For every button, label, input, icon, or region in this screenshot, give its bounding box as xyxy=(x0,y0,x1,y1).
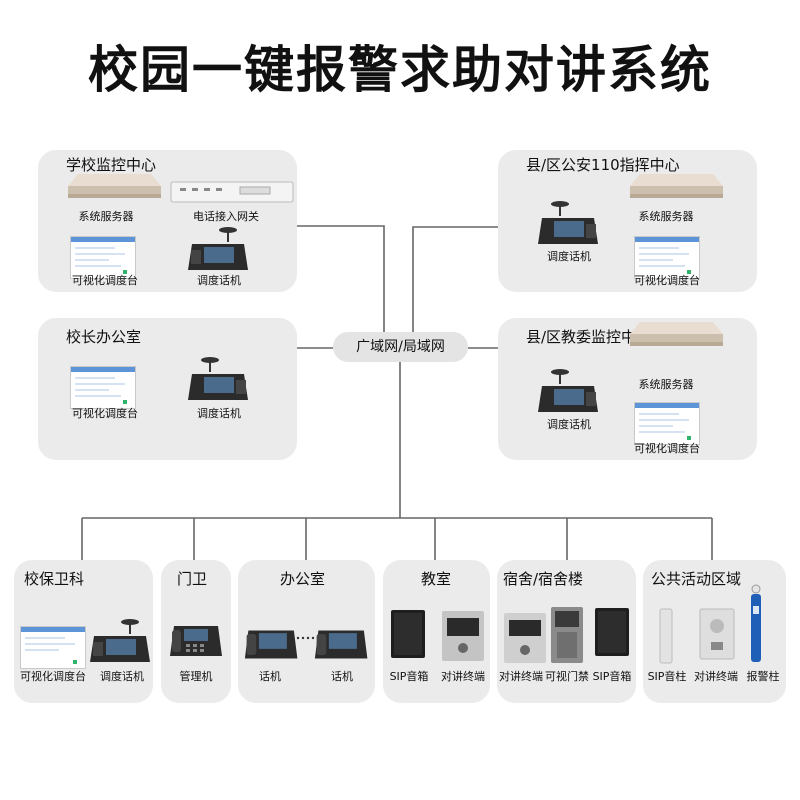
panel-title: 办公室 xyxy=(280,570,326,588)
office-phone-label: 话机 xyxy=(259,670,281,683)
intercom-terminal-icon xyxy=(504,613,546,663)
panel-gate-guard: 门卫 管理机 xyxy=(161,560,231,703)
management-terminal-icon xyxy=(170,626,222,656)
sip-speaker-label: SIP音箱 xyxy=(592,670,632,683)
panel-office: 办公室 话机 话机 xyxy=(238,560,375,703)
dispatch-console-icon xyxy=(70,236,136,279)
page-title: 校园一键报警求助对讲系统 xyxy=(88,41,712,99)
dispatch-phone-label: 调度话机 xyxy=(100,670,144,683)
dispatch-phone-label: 调度话机 xyxy=(197,407,241,420)
office-phone-icon xyxy=(244,630,298,659)
server-label: 系统服务器 xyxy=(638,210,694,223)
dispatch-phone-icon xyxy=(538,369,598,412)
dispatch-phone-icon xyxy=(538,201,598,244)
video-access-control-icon xyxy=(551,607,583,663)
panel-title: 宿舍/宿舍楼 xyxy=(503,570,584,588)
sip-speaker-icon xyxy=(595,608,629,656)
link-school-center xyxy=(297,225,385,340)
alarm-pillar-icon xyxy=(751,584,761,662)
dispatch-phone-label: 调度话机 xyxy=(547,418,591,431)
gateway-label: 电话接入网关 xyxy=(193,210,259,223)
server-icon xyxy=(630,322,723,346)
management-terminal-label: 管理机 xyxy=(179,670,213,683)
panel-title: 公共活动区域 xyxy=(651,570,742,588)
dispatch-phone-icon xyxy=(188,227,248,270)
dispatch-phone-label: 调度话机 xyxy=(197,274,241,287)
panel-title: 县/区公安110指挥中心 xyxy=(526,156,680,174)
intercom-terminal-icon xyxy=(699,608,735,660)
panel-title: 门卫 xyxy=(177,570,208,588)
sip-sound-column-icon xyxy=(659,608,673,664)
alarm-pillar-label: 报警柱 xyxy=(746,670,780,683)
panel-principal-office: 校长办公室 可视化调度台 调度话机 xyxy=(38,318,297,460)
panel-school-monitor-center: 学校监控中心 系统服务器 电话接入网关 可视化调度台 调度话机 xyxy=(38,150,297,292)
dispatch-phone-label: 调度话机 xyxy=(547,250,591,263)
panel-security-office: 校保卫科 可视化调度台 调度话机 xyxy=(14,560,153,703)
intercom-terminal-label: 对讲终端 xyxy=(694,670,738,683)
server-icon xyxy=(630,174,723,198)
dispatch-console-label: 可视化调度台 xyxy=(634,442,700,455)
panel-dormitory: 宿舍/宿舍楼 对讲终端 可视门禁 SIP音箱 xyxy=(497,560,636,703)
dispatch-console-icon xyxy=(634,236,700,279)
panel-title: 校长办公室 xyxy=(66,328,142,346)
office-phone-icon xyxy=(314,630,368,659)
server-label: 系统服务器 xyxy=(638,378,694,391)
panel-title: 学校监控中心 xyxy=(66,156,157,174)
connection-dots xyxy=(296,636,315,640)
panel-police-command-center: 县/区公安110指挥中心 调度话机 系统服务器 可视化调度台 xyxy=(498,150,757,292)
intercom-terminal-icon xyxy=(442,611,484,661)
panel-title: 县/区教委监控中心 xyxy=(526,328,652,346)
dispatch-console-label: 可视化调度台 xyxy=(20,670,86,683)
intercom-terminal-label: 对讲终端 xyxy=(499,670,543,683)
dispatch-console-icon xyxy=(70,366,136,409)
dispatch-console-label: 可视化调度台 xyxy=(72,407,138,420)
sip-speaker-icon xyxy=(391,610,425,658)
server-icon xyxy=(68,174,161,198)
dispatch-phone-icon xyxy=(188,357,248,400)
dispatch-phone-icon xyxy=(90,619,150,662)
link-police xyxy=(412,226,498,340)
panel-education-monitor-center: 县/区教委监控中心 调度话机 系统服务器 可视化调度台 xyxy=(498,318,757,460)
video-access-control-label: 可视门禁 xyxy=(545,670,589,683)
panel-public-area: 公共活动区域 SIP音柱 对讲终端 报警柱 xyxy=(643,560,786,703)
sip-speaker-label: SIP音箱 xyxy=(389,670,429,683)
intercom-terminal-label: 对讲终端 xyxy=(441,670,485,683)
server-label: 系统服务器 xyxy=(78,210,134,223)
dispatch-console-icon xyxy=(20,626,86,669)
dispatch-console-label: 可视化调度台 xyxy=(72,274,138,287)
panel-classroom: 教室 SIP音箱 对讲终端 xyxy=(383,560,490,703)
dispatch-console-icon xyxy=(634,402,700,445)
network-hub-label: 广域网/局域网 xyxy=(333,332,468,362)
office-phone-label: 话机 xyxy=(331,670,353,683)
sip-sound-column-label: SIP音柱 xyxy=(647,670,687,683)
gateway-icon xyxy=(170,181,294,203)
panel-title: 校保卫科 xyxy=(24,570,85,588)
panel-title: 教室 xyxy=(421,570,452,588)
dispatch-console-label: 可视化调度台 xyxy=(634,274,700,287)
